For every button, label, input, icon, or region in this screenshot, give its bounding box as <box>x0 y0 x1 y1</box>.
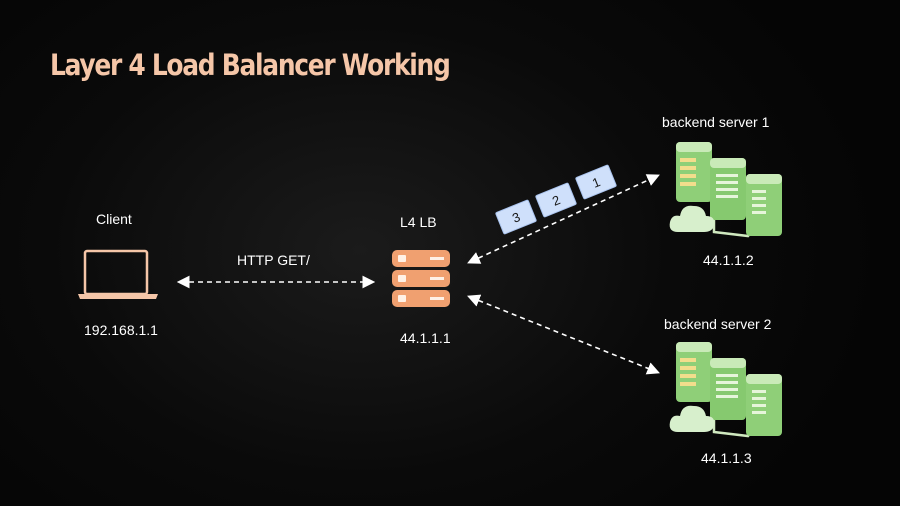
laptop-icon <box>78 249 158 299</box>
server-cluster-2-icon <box>669 342 782 438</box>
arrow-to-server-2 <box>467 294 660 375</box>
client-ip: 192.168.1.1 <box>84 322 158 338</box>
arrow-to-server-1 <box>467 174 660 264</box>
server-2-ip: 44.1.1.3 <box>701 450 752 466</box>
client-label: Client <box>96 211 132 227</box>
load-balancer-icon <box>392 250 450 307</box>
lb-label: L4 LB <box>400 214 437 230</box>
server-cluster-1-icon <box>669 142 782 238</box>
server-1-label: backend server 1 <box>662 114 770 130</box>
server-2-label: backend server 2 <box>664 316 772 332</box>
server-1-ip: 44.1.1.2 <box>703 252 754 268</box>
diagram-title: Layer 4 Load Balancer Working <box>50 48 451 82</box>
request-label: HTTP GET/ <box>237 252 310 268</box>
lb-ip: 44.1.1.1 <box>400 330 451 346</box>
